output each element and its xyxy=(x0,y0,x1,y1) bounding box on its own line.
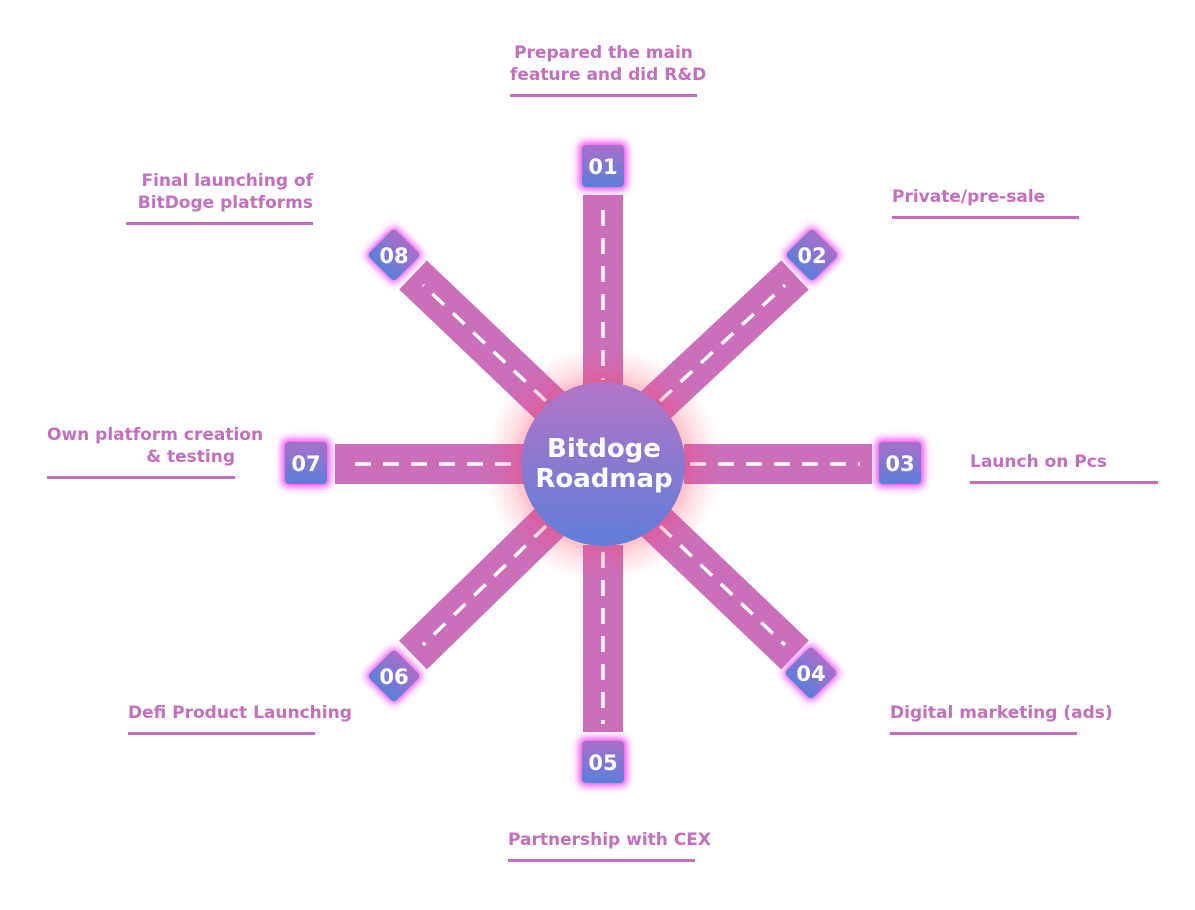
milestone-label-07: Own platform creation & testing xyxy=(47,424,264,479)
badge-box xyxy=(582,145,624,187)
milestone-label-06: Defi Product Launching xyxy=(128,702,352,735)
badge-number: 05 xyxy=(588,751,617,775)
milestone-underline xyxy=(970,481,1158,484)
milestone-label-04: Digital marketing (ads) xyxy=(890,702,1113,735)
milestone-underline xyxy=(508,859,695,862)
badge-08: 08 xyxy=(365,226,423,284)
milestone-label-05: Partnership with CEX xyxy=(508,829,712,862)
milestone-underline xyxy=(126,222,313,225)
badge-number: 01 xyxy=(588,155,617,179)
milestone-text-line: BitDoge platforms xyxy=(137,193,313,213)
badge-box xyxy=(368,229,420,281)
center-title-line2: Roadmap xyxy=(535,464,673,494)
badge-number: 03 xyxy=(885,452,914,476)
badges: 01 02 03 04 05 06 07 xyxy=(282,142,924,786)
milestone-text-line: Partnership with CEX xyxy=(508,830,712,850)
milestone-label-08: Final launching of BitDoge platforms xyxy=(126,170,313,225)
center-title: Bitdoge Roadmap xyxy=(522,382,686,546)
milestone-text-line: Final launching of xyxy=(141,171,313,191)
milestone-text-line: Private/pre-sale xyxy=(892,187,1046,207)
badge-number: 04 xyxy=(796,662,825,686)
milestone-underline xyxy=(510,94,697,97)
milestone-text-line: Own platform creation xyxy=(47,425,264,445)
badge-number: 06 xyxy=(379,665,408,689)
badge-03: 03 xyxy=(876,439,924,487)
badge-box xyxy=(582,741,624,783)
badge-box xyxy=(879,442,921,484)
milestone-text-line: feature and did R&D xyxy=(510,65,707,85)
badge-box xyxy=(786,229,838,281)
milestone-label-02: Private/pre-sale xyxy=(892,186,1079,219)
badge-01: 01 xyxy=(579,142,627,190)
milestone-underline xyxy=(47,476,235,479)
badge-number: 07 xyxy=(291,452,320,476)
badge-number: 08 xyxy=(379,244,408,268)
milestone-text-line: Launch on Pcs xyxy=(970,452,1107,472)
milestone-label-03: Launch on Pcs xyxy=(970,451,1158,484)
center-hub xyxy=(521,382,685,546)
badge-06: 06 xyxy=(365,647,423,705)
milestone-text-line: Prepared the main xyxy=(514,43,693,63)
milestone-underline xyxy=(890,732,1077,735)
milestone-underline xyxy=(892,216,1079,219)
milestone-underline xyxy=(128,732,315,735)
milestone-text-line: & testing xyxy=(146,447,235,467)
badge-02: 02 xyxy=(783,226,841,284)
milestone-text-line: Defi Product Launching xyxy=(128,703,352,723)
milestone-text-line: Digital marketing (ads) xyxy=(890,703,1113,723)
badge-05: 05 xyxy=(579,738,627,786)
badge-box xyxy=(285,442,327,484)
badge-04: 04 xyxy=(782,644,840,702)
badge-07: 07 xyxy=(282,439,330,487)
badge-number: 02 xyxy=(797,244,826,268)
badge-box xyxy=(785,647,837,699)
milestone-label-01: Prepared the main feature and did R&D xyxy=(510,42,707,97)
badge-box xyxy=(368,650,420,702)
center-title-line1: Bitdoge xyxy=(547,434,661,464)
